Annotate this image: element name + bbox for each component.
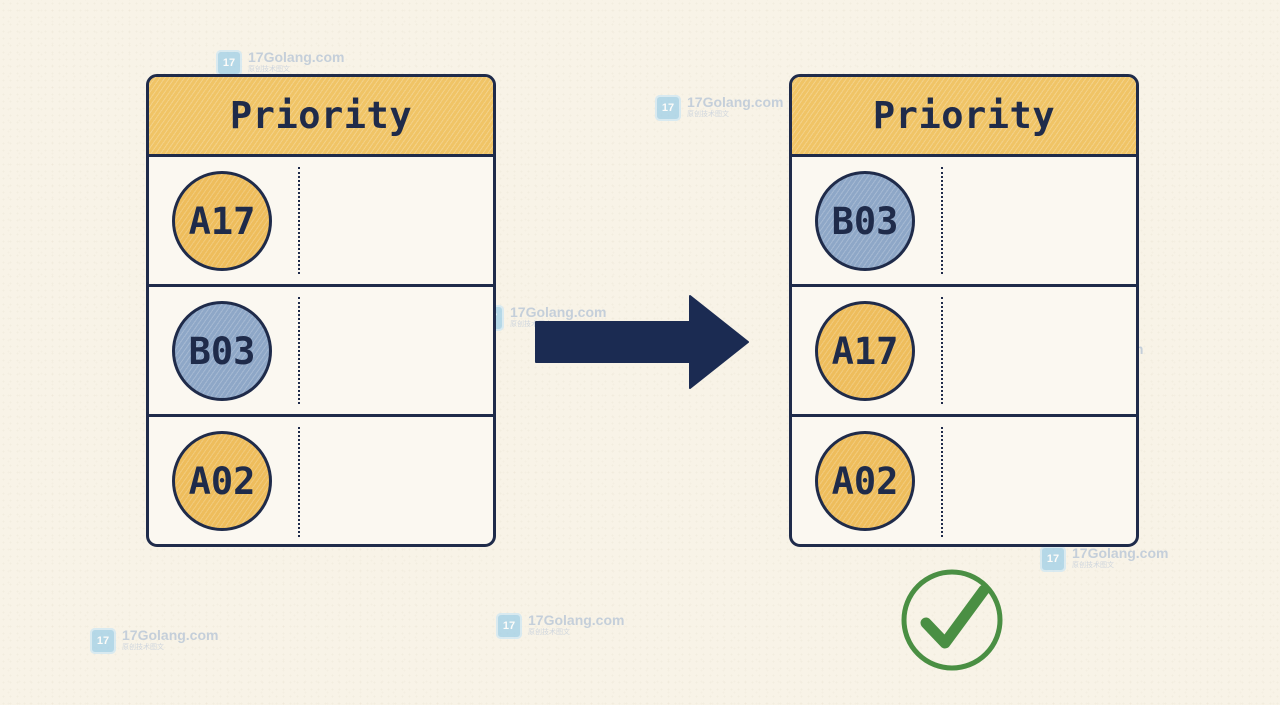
watermark-site: 17Golang.com xyxy=(248,49,345,65)
watermark-sub: 原创技术图文 xyxy=(687,110,729,118)
watermark-sub: 原创技术图文 xyxy=(510,320,552,328)
table-row: A17 xyxy=(149,157,493,287)
watermark-sub: 原创技术图文 xyxy=(248,65,290,73)
dotted-divider xyxy=(298,427,300,537)
watermark-site: 17Golang.com xyxy=(528,612,625,628)
table-row: A02 xyxy=(149,417,493,544)
watermark-site: 17Golang.com xyxy=(1072,545,1169,561)
watermark-site: 17Golang.com xyxy=(122,627,219,643)
dotted-divider xyxy=(941,297,943,404)
priority-token: B03 xyxy=(172,301,272,401)
priority-table-before: Priority A17 B03 A02 xyxy=(146,74,496,547)
watermark-logo-icon: 17 xyxy=(655,95,681,121)
watermark-logo-icon: 17 xyxy=(496,613,522,639)
checkmark-circle-icon xyxy=(901,569,1003,671)
watermark-sub: 原创技术图文 xyxy=(1072,561,1114,569)
table-row: B03 xyxy=(149,287,493,417)
table-row: A17 xyxy=(792,287,1136,417)
priority-token: A02 xyxy=(172,431,272,531)
dotted-divider xyxy=(941,167,943,274)
priority-token: B03 xyxy=(815,171,915,271)
priority-token: A17 xyxy=(815,301,915,401)
dotted-divider xyxy=(941,427,943,537)
dotted-divider xyxy=(298,297,300,404)
watermark-sub: 原创技术图文 xyxy=(528,628,570,636)
dotted-divider xyxy=(298,167,300,274)
watermark-logo-icon: 17 xyxy=(1040,546,1066,572)
table-row: A02 xyxy=(792,417,1136,544)
table-title: Priority xyxy=(872,94,1056,137)
priority-table-after: Priority B03 A17 A02 xyxy=(789,74,1139,547)
table-header: Priority xyxy=(792,77,1136,157)
table-header: Priority xyxy=(149,77,493,157)
table-row: B03 xyxy=(792,157,1136,287)
table-title: Priority xyxy=(229,94,413,137)
watermark-logo-icon: 17 xyxy=(216,50,242,76)
watermark-site: 17Golang.com xyxy=(687,94,784,110)
right-arrow-icon xyxy=(535,295,749,389)
watermark-logo-icon: 17 xyxy=(90,628,116,654)
watermark-site: 17Golang.com xyxy=(510,304,607,320)
priority-token: A17 xyxy=(172,171,272,271)
priority-token: A02 xyxy=(815,431,915,531)
watermark-sub: 原创技术图文 xyxy=(122,643,164,651)
